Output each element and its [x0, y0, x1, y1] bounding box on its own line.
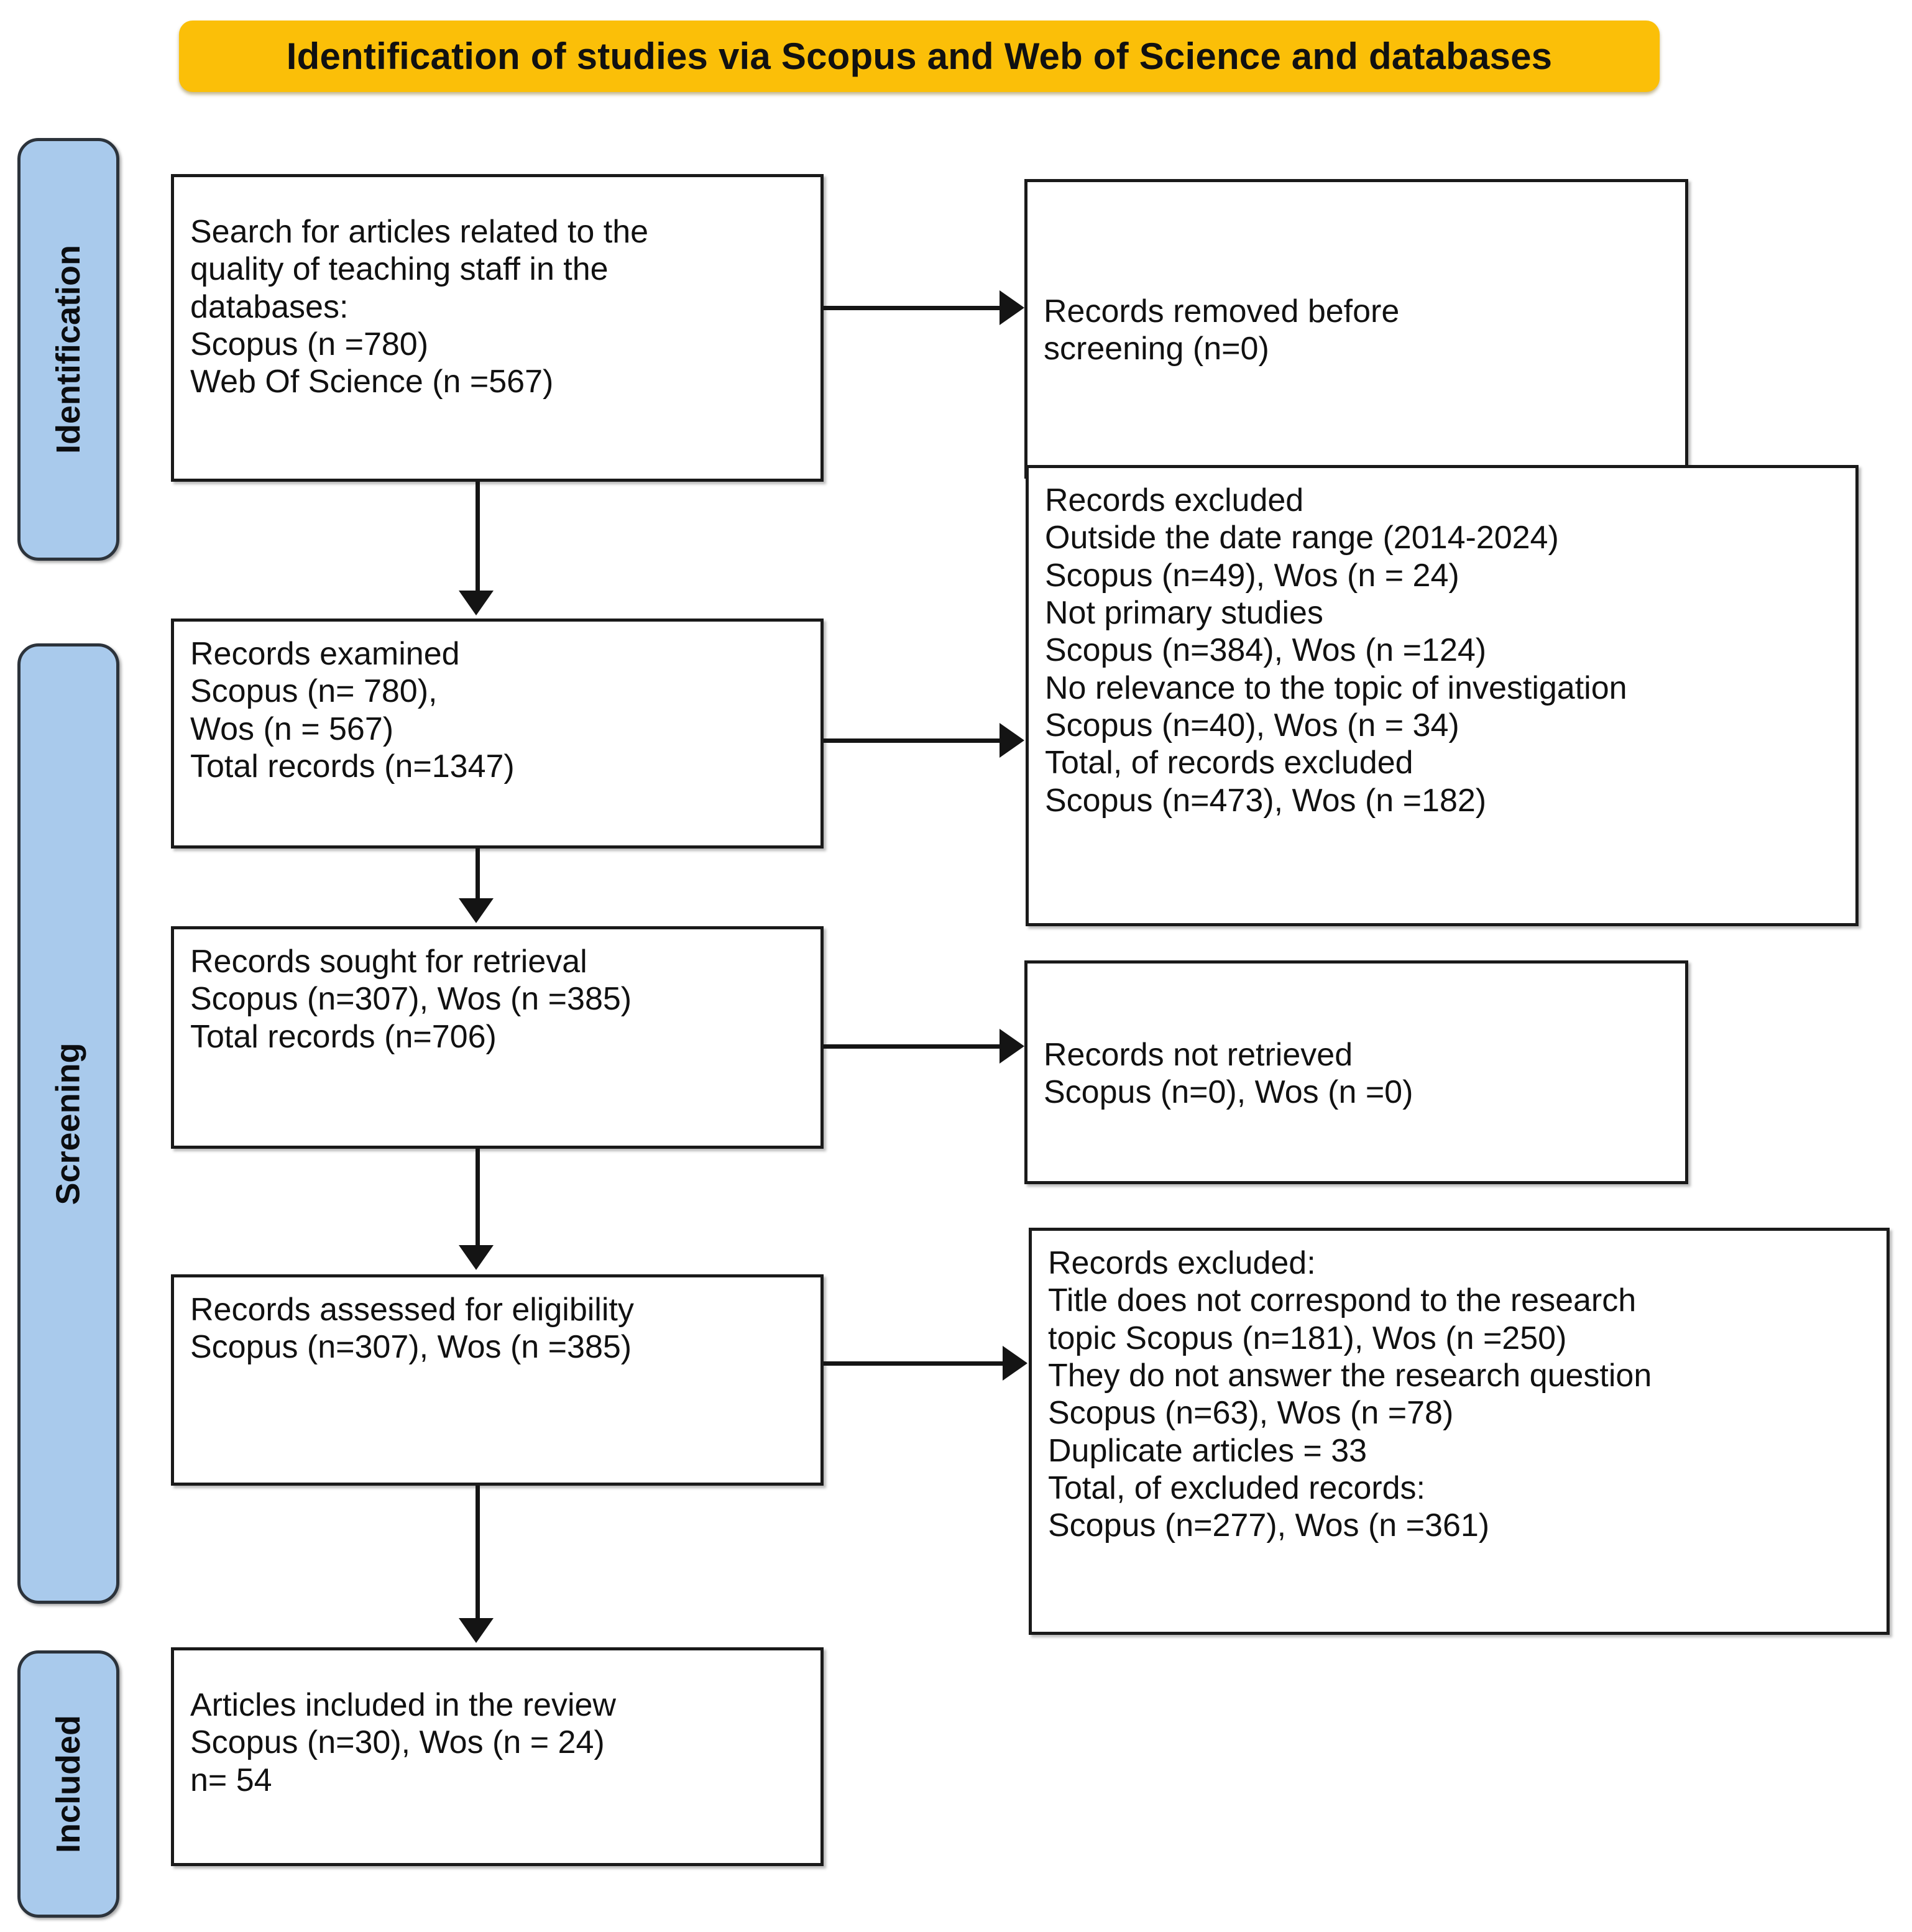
- box-line: Scopus (n=473), Wos (n =182): [1045, 782, 1487, 819]
- box-line: Records assessed for eligibility: [190, 1292, 634, 1328]
- box-articles-included: Articles included in the review Scopus (…: [171, 1647, 824, 1866]
- connector-line-sought-to-eligibility: [476, 1149, 480, 1248]
- box-line: databases:: [190, 288, 349, 325]
- box-records-removed-before-screening: Records removed before screening (n=0): [1024, 179, 1688, 479]
- stage-label-screening: Screening: [50, 1042, 87, 1205]
- box-line: Title does not correspond to the researc…: [1048, 1282, 1637, 1319]
- box-line: Wos (n = 567): [190, 711, 394, 747]
- box-line: Web Of Science (n =567): [190, 364, 554, 400]
- box-line: Records excluded: [1045, 482, 1304, 518]
- connector-arrowhead-right-icon: [1000, 290, 1024, 325]
- box-line: Not primary studies: [1045, 594, 1323, 631]
- connector-line-search-to-removed: [824, 306, 1004, 310]
- box-line: Scopus (n=307), Wos (n =385): [190, 1329, 632, 1366]
- connector-arrowhead-down-icon: [459, 898, 494, 923]
- box-line: Scopus (n=384), Wos (n =124): [1045, 632, 1487, 669]
- box-line: topic Scopus (n=181), Wos (n =250): [1048, 1320, 1567, 1356]
- connector-arrowhead-down-icon: [459, 1618, 494, 1643]
- box-line: Records sought for retrieval: [190, 944, 587, 980]
- box-line: They do not answer the research question: [1048, 1357, 1652, 1394]
- box-line: quality of teaching staff in the: [190, 251, 609, 288]
- stage-rail-identification: Identification: [17, 138, 119, 561]
- box-search-databases: Search for articles related to the quali…: [171, 174, 824, 482]
- box-line: Duplicate articles = 33: [1048, 1432, 1367, 1469]
- box-line: Total records (n=706): [190, 1018, 497, 1055]
- box-line: n= 54: [190, 1762, 272, 1798]
- connector-arrowhead-right-icon: [1003, 1346, 1027, 1381]
- box-line: Total, of excluded records:: [1048, 1470, 1425, 1506]
- box-line: Articles included in the review: [190, 1687, 616, 1723]
- box-records-not-retrieved: Records not retrieved Scopus (n=0), Wos …: [1024, 960, 1688, 1184]
- box-line: Scopus (n=30), Wos (n = 24): [190, 1724, 605, 1761]
- connector-arrowhead-down-icon: [459, 1245, 494, 1270]
- stage-rail-screening: Screening: [17, 643, 119, 1604]
- box-line: Scopus (n =780): [190, 326, 429, 362]
- box-line: Scopus (n=40), Wos (n = 34): [1045, 707, 1459, 743]
- box-records-assessed-for-eligibility: Records assessed for eligibility Scopus …: [171, 1274, 824, 1486]
- box-line: Outside the date range (2014-2024): [1045, 520, 1559, 556]
- box-line: Scopus (n=0), Wos (n =0): [1044, 1074, 1413, 1110]
- connector-line-examined-to-excluded: [824, 738, 1003, 743]
- box-line: Records examined: [190, 636, 460, 672]
- connector-arrowhead-right-icon: [1000, 723, 1024, 758]
- box-records-excluded-eligibility: Records excluded: Title does not corresp…: [1029, 1228, 1890, 1635]
- connector-line-search-to-examined: [476, 482, 480, 594]
- stage-rail-included: Included: [17, 1650, 119, 1918]
- box-line: Records not retrieved: [1044, 1036, 1353, 1073]
- box-line: Scopus (n=63), Wos (n =78): [1048, 1395, 1454, 1432]
- box-records-examined: Records examined Scopus (n= 780), Wos (n…: [171, 619, 824, 849]
- box-line: Total, of records excluded: [1045, 745, 1413, 781]
- box-line: No relevance to the topic of investigati…: [1045, 669, 1627, 706]
- box-line: Scopus (n=277), Wos (n =361): [1048, 1507, 1490, 1544]
- box-line: Search for articles related to the: [190, 214, 649, 250]
- box-records-excluded-screening: Records excluded Outside the date range …: [1026, 465, 1859, 926]
- box-line: Records removed before: [1044, 293, 1400, 329]
- diagram-title-banner: Identification of studies via Scopus and…: [179, 21, 1660, 92]
- stage-label-included: Included: [50, 1714, 88, 1854]
- box-line: Scopus (n=307), Wos (n =385): [190, 981, 632, 1018]
- connector-line-eligibility-to-included: [476, 1486, 480, 1621]
- box-line: Scopus (n=49), Wos (n = 24): [1045, 557, 1459, 594]
- stage-label-identification: Identification: [50, 245, 87, 454]
- connector-arrowhead-down-icon: [459, 591, 494, 615]
- box-line: Total records (n=1347): [190, 748, 515, 784]
- diagram-title: Identification of studies via Scopus and…: [286, 35, 1553, 77]
- connector-line-eligibility-to-excluded: [824, 1361, 1007, 1366]
- connector-line-sought-to-not-retrieved: [824, 1044, 1003, 1049]
- box-records-sought-for-retrieval: Records sought for retrieval Scopus (n=3…: [171, 926, 824, 1149]
- box-line: Records excluded:: [1048, 1245, 1316, 1281]
- connector-arrowhead-right-icon: [1000, 1029, 1024, 1064]
- box-line: Scopus (n= 780),: [190, 673, 438, 710]
- connector-line-examined-to-sought: [476, 849, 480, 901]
- box-line: screening (n=0): [1044, 331, 1269, 367]
